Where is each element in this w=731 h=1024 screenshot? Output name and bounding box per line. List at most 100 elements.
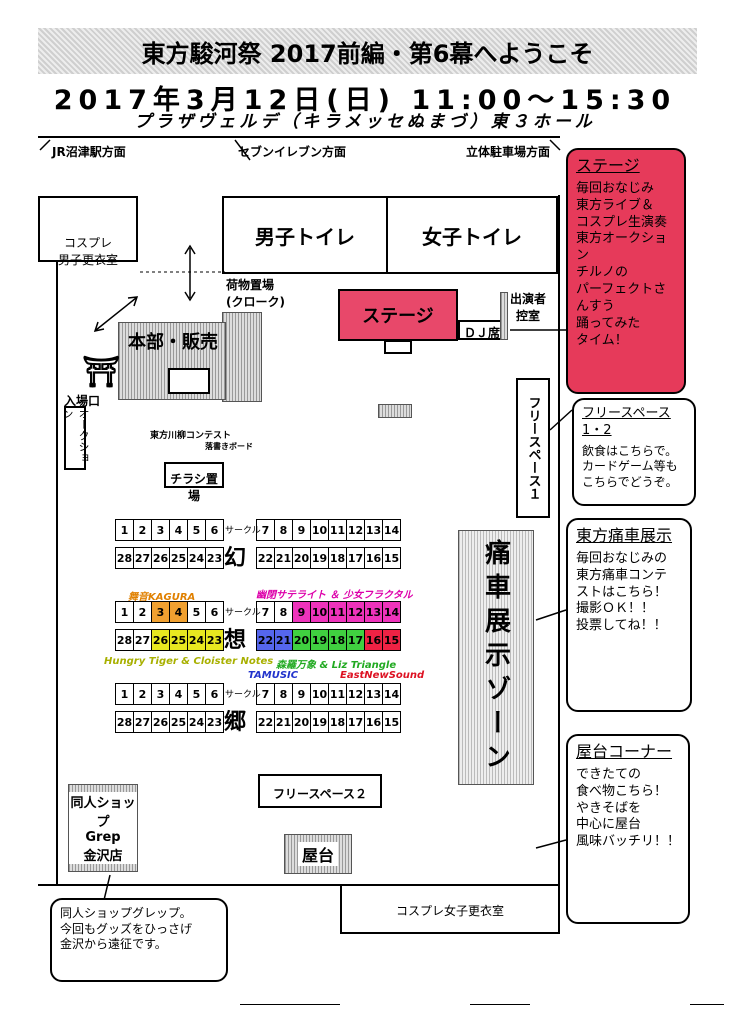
cosplay-female-room: コスプレ女子更衣室 [340,884,560,934]
free-space-1-label: フリースペース１ [525,396,541,500]
booth-cell[interactable]: 23 [205,629,224,651]
performer-room-label: 出演者 控室 [510,292,547,323]
itasha-zone-label: 痛車展示ゾーン [480,538,511,777]
booth-cell[interactable]: 17 [346,711,365,733]
booth-cell[interactable]: 22 [256,711,275,733]
booth-cell[interactable]: 28 [115,547,134,569]
booth-cell[interactable]: 18 [328,711,347,733]
booth-cell[interactable]: 16 [364,711,383,733]
women-toilet-label: 女子トイレ [422,224,522,249]
booth-cell[interactable]: 4 [169,601,188,623]
senryu-label: 東方川柳コンテスト [150,431,232,441]
stage-label: ステージ [362,306,434,327]
booth-cell[interactable]: 26 [151,547,170,569]
circle-label-1: サークル [225,526,261,536]
booth-cell[interactable]: 21 [274,629,293,651]
flyer-area: チラシ置場 [164,462,224,503]
booth-cell[interactable]: 11 [328,683,347,705]
callout-pointers [103,329,573,900]
free-space-2-area: フリースペース２ [258,774,382,808]
footer-line [470,1004,530,1005]
booth-cell[interactable]: 12 [346,519,365,541]
block-2-kanji: 想 [224,628,247,653]
booth-cell[interactable]: 21 [274,547,293,569]
booth-cell[interactable]: 25 [169,629,188,651]
note-yatai: 屋台コーナー できたての 食べ物こちら！ やきそばを 中心に屋台 風味バッチリ！… [566,734,690,924]
booth-cell[interactable]: 15 [382,547,401,569]
booth-cell[interactable]: 25 [169,547,188,569]
women-toilet-room: 女子トイレ [386,196,558,274]
booth-cell[interactable]: 24 [187,629,206,651]
itasha-zone: 痛車展示ゾーン [458,530,534,785]
luggage-area [222,312,262,402]
hq-inner [168,368,210,394]
booth-cell[interactable]: 12 [346,601,365,623]
booth-cell[interactable]: 18 [328,547,347,569]
booth-cell[interactable]: 18 [328,629,347,651]
booth-cell[interactable]: 27 [133,629,152,651]
hall-left-wall [56,262,58,886]
hq-label: 本部・販売 [128,332,218,353]
booth-cell[interactable]: 26 [151,711,170,733]
note-stage: ステージ 毎回おなじみ 東方ライブ＆ コスプレ生演奏 東方オークション チルノの… [566,148,686,394]
note-grep: 同人ショップグレップ。 今回もグッズをひっさげ 金沢から遠征です。 [50,898,228,982]
cosplay-male-label: コスプレ 男子更衣室 [57,236,118,267]
artist-shinra: 森羅万象 & Liz Triangle [276,660,397,671]
booth-cell[interactable]: 16 [364,629,383,651]
footer-line [240,1004,340,1005]
dj-label: ＤＪ席 [463,326,500,340]
booth-cell[interactable]: 19 [310,547,329,569]
parking-direction-label: 立体駐車場方面 [466,145,551,159]
booth-cell[interactable]: 28 [115,629,134,651]
board-label: 落書きボード [205,442,253,451]
flyer-label: チラシ置場 [170,472,218,503]
cosplay-male-room: コスプレ 男子更衣室 [38,196,138,267]
booth-cell[interactable]: 6 [205,601,224,623]
booth-cell[interactable]: 27 [133,547,152,569]
direction-line [38,136,560,138]
luggage-label: 荷物置場 (クローク) [226,278,285,309]
event-title: 東方駿河祭 2017前編・第6幕へようこそ [38,28,697,74]
stage-steps [384,340,412,354]
performer-partition [500,292,508,340]
note-free: フリースペース1・2 飲食はこちらで。 カードゲーム等も こちらでどうぞ。 [572,398,696,506]
booth-cell[interactable]: 28 [115,711,134,733]
booth-cell[interactable]: 23 [205,711,224,733]
free-space-1-area: フリースペース１ [516,378,550,518]
booth-cell[interactable]: 15 [382,629,401,651]
footer-line [690,1004,724,1005]
booth-cell[interactable]: 14 [382,601,401,623]
grep-label: 同人ショップ Grep 金沢店 [69,792,137,864]
note-itasha-body: 毎回おなじみの 東方痛車コンテ ストはこちら！ 撮影ＯＫ！！ 投票してね！！ [576,550,668,634]
booth-cell[interactable]: 17 [346,547,365,569]
jr-direction-label: JR沼津駅方面 [52,145,126,159]
block-1-kanji: 幻 [224,546,247,571]
booth-cell[interactable]: 20 [292,629,311,651]
artist-yuumei: 幽閉サテライト ＆ 少女フラクタル [256,590,413,601]
entrance-label: 入場口 [64,394,101,408]
booth-cell[interactable]: 22 [256,547,275,569]
note-stage-body: 毎回おなじみ 東方ライブ＆ コスプレ生演奏 東方オークション チルノの パーフェ… [576,180,668,348]
event-datetime: 2017年3月12日(日) 11:00～15:30 [53,85,677,116]
booth-cell[interactable]: 15 [382,711,401,733]
circle-label-2: サークル [225,608,261,618]
direction-arrows [39,139,561,161]
booth-cell[interactable]: 19 [310,629,329,651]
booth-cell[interactable]: 17 [346,629,365,651]
yatai-label: 屋台 [297,842,338,866]
booth-cell[interactable]: 16 [364,547,383,569]
men-toilet-label: 男子トイレ [255,224,355,249]
grep-area: 同人ショップ Grep 金沢店 [68,784,138,872]
circle-label-3: サークル [225,690,261,700]
note-yatai-body: できたての 食べ物こちら！ やきそばを 中心に屋台 風味バッチリ！！ [576,766,681,850]
artist-hungry: Hungry Tiger & Cloister Notes [104,656,274,667]
flow-arrows [93,244,225,333]
note-yatai-title: 屋台コーナー [576,742,673,761]
center-table [378,404,412,418]
note-free-title: フリースペース1・2 [582,406,671,438]
booth-cell[interactable]: 23 [205,547,224,569]
